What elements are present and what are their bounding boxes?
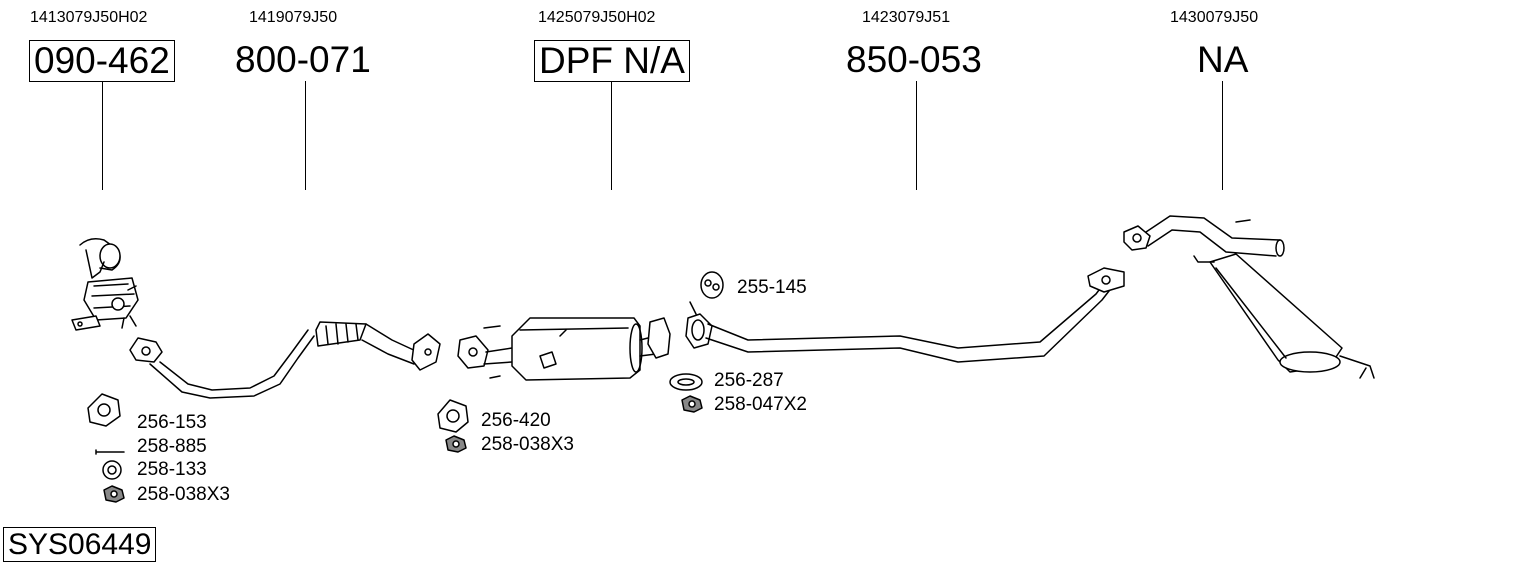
hardware-label: 258-133 (137, 459, 207, 480)
leader-line-2 (305, 81, 306, 190)
nut-icon (445, 435, 467, 453)
nut-icon (103, 485, 125, 503)
hardware-label: 255-145 (737, 277, 807, 298)
centre-pipe-drawing (685, 267, 1125, 363)
front-pipe-drawing (129, 321, 441, 399)
hardware-label: 258-047X2 (714, 394, 807, 415)
catalytic-converter-drawing (71, 238, 139, 331)
oem-number-3: 1425079J50H02 (538, 9, 656, 26)
dpf-drawing (457, 317, 671, 381)
rear-silencer-drawing (1123, 215, 1375, 379)
oem-number-5: 1430079J50 (1170, 9, 1259, 26)
part-number-2: 800-071 (235, 39, 371, 80)
bolt-icon (95, 449, 125, 455)
washer-icon (102, 460, 122, 480)
flange-nut-icon (681, 395, 703, 413)
rubber-hanger-icon (700, 271, 724, 299)
part-number-4: 850-053 (846, 39, 982, 80)
gasket-icon (437, 399, 469, 433)
leader-line-4 (916, 81, 917, 190)
leader-line-5 (1222, 81, 1223, 190)
hardware-label: 258-038X3 (481, 434, 574, 455)
hardware-label: 256-287 (714, 370, 784, 391)
oem-number-2: 1419079J50 (249, 9, 338, 26)
leader-line-1 (102, 81, 103, 190)
leader-line-3 (611, 81, 612, 190)
part-number-5: NA (1197, 39, 1249, 80)
hardware-label: 258-885 (137, 436, 207, 457)
system-code: SYS06449 (3, 527, 157, 562)
hardware-label: 256-153 (137, 412, 207, 433)
hardware-label: 256-420 (481, 410, 551, 431)
ring-gasket-icon (669, 373, 703, 391)
oem-number-1: 1413079J50H02 (30, 9, 148, 26)
hardware-label: 258-038X3 (137, 484, 230, 505)
part-number-1: 090-462 (29, 40, 175, 82)
gasket-icon (87, 393, 121, 427)
oem-number-4: 1423079J51 (862, 9, 951, 26)
